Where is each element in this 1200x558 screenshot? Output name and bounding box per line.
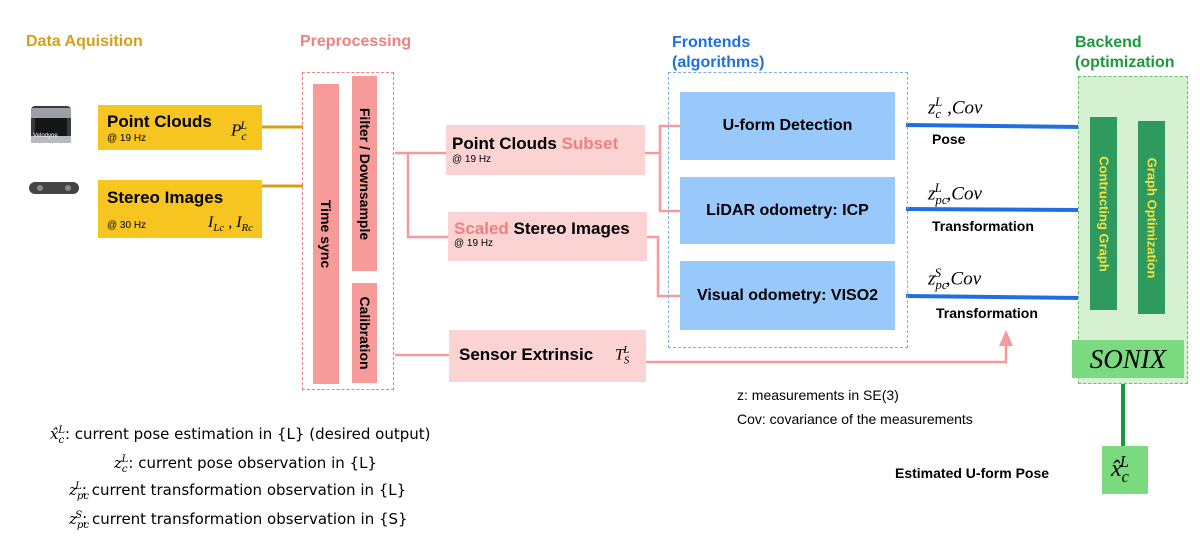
output-symbol: x̂cL <box>1111 452 1129 486</box>
legend-symbol-estimate: x̂cL <box>50 425 65 446</box>
sonix-label: SONIX <box>1089 343 1167 374</box>
point-clouds-rate: @ 19 Hz <box>107 133 147 144</box>
viso-transformation-label: Transformation <box>936 305 1038 321</box>
frontends-container <box>668 72 908 348</box>
graph-optimization-label: Graph Optimization <box>1144 157 1159 278</box>
viso-label: Visual odometry: VISO2 <box>696 286 879 304</box>
pc-subset-title-b: Subset <box>561 134 619 153</box>
pc-subset-title-a: Point Clouds <box>452 134 557 153</box>
stage-data-heading: Data Aquisition <box>26 33 143 50</box>
calibration-bar: Calibration <box>352 283 377 383</box>
stage-back-subheading: (optimization <box>1075 54 1175 71</box>
icp-box: LiDAR odometry: ICP <box>680 177 895 244</box>
preprocessing-container <box>302 72 394 390</box>
sensor-extrinsic-symbol: TSL <box>615 344 630 367</box>
edge-icp-back <box>905 207 1083 212</box>
stereo-images-title: Stereo Images <box>107 188 224 207</box>
pose-symbol: zcL ,Cov <box>928 94 983 122</box>
legend-symbol-trans-s: zpcS <box>69 510 90 531</box>
edge-subset-icp <box>658 153 680 213</box>
sensor-extrinsic-box: Sensor Extrinsic TSL <box>449 330 646 382</box>
lidar-sensor-icon <box>31 106 71 143</box>
filter-label: Filter / Downsample <box>356 107 373 240</box>
constructing-graph-bar: Contructing Graph <box>1090 117 1117 310</box>
pc-subset-title: Point Clouds Subset <box>452 134 618 154</box>
edge-pre-mid <box>395 151 448 239</box>
output-box: x̂cL <box>1102 446 1148 494</box>
graph-optimization-bar: Graph Optimization <box>1138 121 1165 314</box>
stage-front-heading: Frontends <box>672 34 751 51</box>
pc-subset-rate: @ 19 Hz <box>452 154 492 165</box>
scaled-stereo-title-b: Stereo Images <box>513 219 630 238</box>
uform-detection-label: U-form Detection <box>722 117 853 134</box>
filter-bar: Filter / Downsample <box>352 76 377 271</box>
scaled-stereo-box: Scaled Stereo Images @ 19 Hz <box>448 212 647 261</box>
point-clouds-symbol: PcL <box>231 119 247 144</box>
legend-row-pose: zcL: current pose observation in {L} <box>114 454 377 475</box>
point-clouds-title: Point Clouds <box>107 112 212 131</box>
legend-text-estimate: : current pose estimation in {L} (desire… <box>64 425 431 443</box>
legend-symbol-trans-l: zpcL <box>69 481 90 502</box>
legend-text-trans-l: : current transformation observation in … <box>81 481 407 499</box>
uform-detection-box: U-form Detection <box>680 92 895 160</box>
viso-symbol: zpcS ,Cov <box>928 265 982 293</box>
edge-uform-back <box>905 123 1083 129</box>
sensor-extrinsic-title: Sensor Extrinsic <box>459 345 594 364</box>
scaled-stereo-title-a: Scaled <box>454 219 509 238</box>
stereo-images-symbol: ILc , IRc <box>208 214 254 235</box>
output-label: Estimated U-form Pose <box>895 465 1050 481</box>
arrow-head-extrinsic <box>999 330 1013 346</box>
edge-extrinsic-back <box>646 344 1008 364</box>
legend-symbol-pose: zcL <box>114 454 129 475</box>
legend-row-trans-s: zpcS: current transformation observation… <box>69 510 408 531</box>
edge-viso-back <box>905 294 1083 300</box>
stereo-images-rate: @ 30 Hz <box>107 220 147 231</box>
stage-back-heading: Backend <box>1075 34 1142 51</box>
stereo-camera-icon <box>29 182 79 194</box>
stage-pre-heading: Preprocessing <box>300 33 412 50</box>
viso-box: Visual odometry: VISO2 <box>680 261 895 330</box>
legend-row-estimate: x̂cL: current pose estimation in {L} (de… <box>50 425 430 446</box>
lidar-brand: Velodyne <box>33 133 58 139</box>
pose-label: Pose <box>932 131 966 147</box>
pc-subset-box: Point Clouds Subset @ 19 Hz <box>446 125 645 175</box>
legend-text-trans-s: : current transformation observation in … <box>82 510 408 528</box>
icp-symbol: zpcL ,Cov <box>928 180 982 208</box>
icp-transformation-label: Transformation <box>932 218 1034 234</box>
time-sync-bar: Time sync <box>313 84 339 384</box>
sonix-box: SONIX <box>1072 340 1184 378</box>
scaled-stereo-rate: @ 19 Hz <box>454 238 494 249</box>
legend-text-pose: : current pose observation in {L} <box>128 454 377 472</box>
scaled-stereo-title: Scaled Stereo Images <box>454 219 630 239</box>
stage-front-subheading: (algorithms) <box>672 54 765 71</box>
edge-scaled-viso <box>645 235 680 298</box>
icp-label: LiDAR odometry: ICP <box>706 201 869 219</box>
stereo-images-box: Stereo Images @ 30 Hz ILc , IRc <box>98 180 262 238</box>
point-clouds-box: Point Clouds @ 19 Hz PcL <box>98 105 262 150</box>
note-cov: Cov: covariance of the measurements <box>737 411 973 427</box>
edge-subset-front <box>645 124 680 155</box>
calibration-label: Calibration <box>356 296 373 370</box>
legend-row-trans-l: zpcL: current transformation observation… <box>69 481 406 502</box>
constructing-graph-label: Contructing Graph <box>1096 155 1111 272</box>
note-z: z: measurements in SE(3) <box>737 387 899 403</box>
time-sync-label: Time sync <box>318 199 334 269</box>
